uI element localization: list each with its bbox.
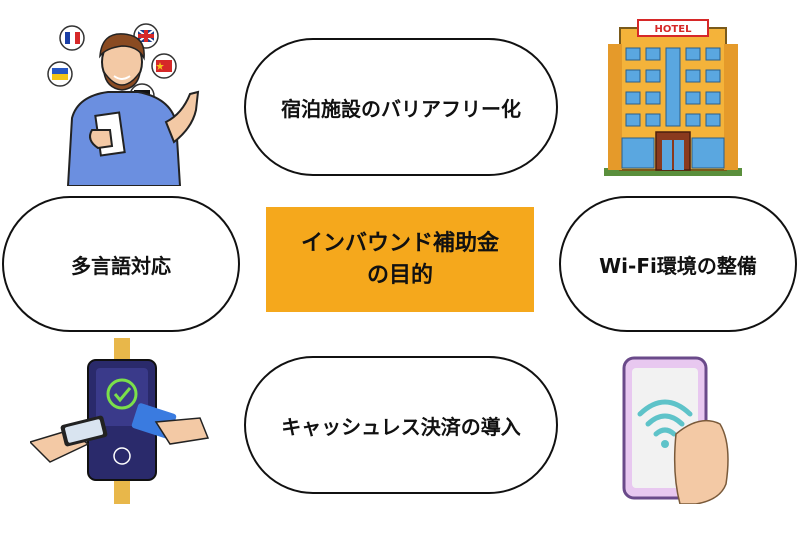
multilingual-person-icon <box>47 23 200 186</box>
purpose-wifi: Wi-Fi環境の整備 <box>559 196 797 332</box>
card-payment-terminal-icon <box>30 338 210 504</box>
center-title-line1: インバウンド補助金 <box>300 230 499 256</box>
purpose-cashless-label: キャッシュレス決済の導入 <box>281 414 521 439</box>
purpose-cashless: キャッシュレス決済の導入 <box>244 356 558 494</box>
hotel-building-icon: HOTEL <box>604 19 742 176</box>
purpose-multilingual: 多言語対応 <box>2 196 240 332</box>
flag-bubble-france-icon <box>59 25 85 51</box>
hotel-sign-text: HOTEL <box>655 24 693 35</box>
purpose-wifi-label: Wi-Fi環境の整備 <box>599 253 757 278</box>
flag-bubble-ukraine-icon <box>47 61 73 87</box>
purpose-multilingual-label: 多言語対応 <box>71 253 171 278</box>
wifi-smartphone-icon <box>622 356 729 504</box>
purpose-barrier-free: 宿泊施設のバリアフリー化 <box>244 38 558 176</box>
purpose-barrier-free-label: 宿泊施設のバリアフリー化 <box>281 96 521 121</box>
center-title-line2: の目的 <box>366 262 433 288</box>
flag-bubble-china-icon <box>151 53 177 79</box>
center-title-box: インバウンド補助金 の目的 <box>266 207 534 312</box>
wifi-icon <box>637 399 693 437</box>
